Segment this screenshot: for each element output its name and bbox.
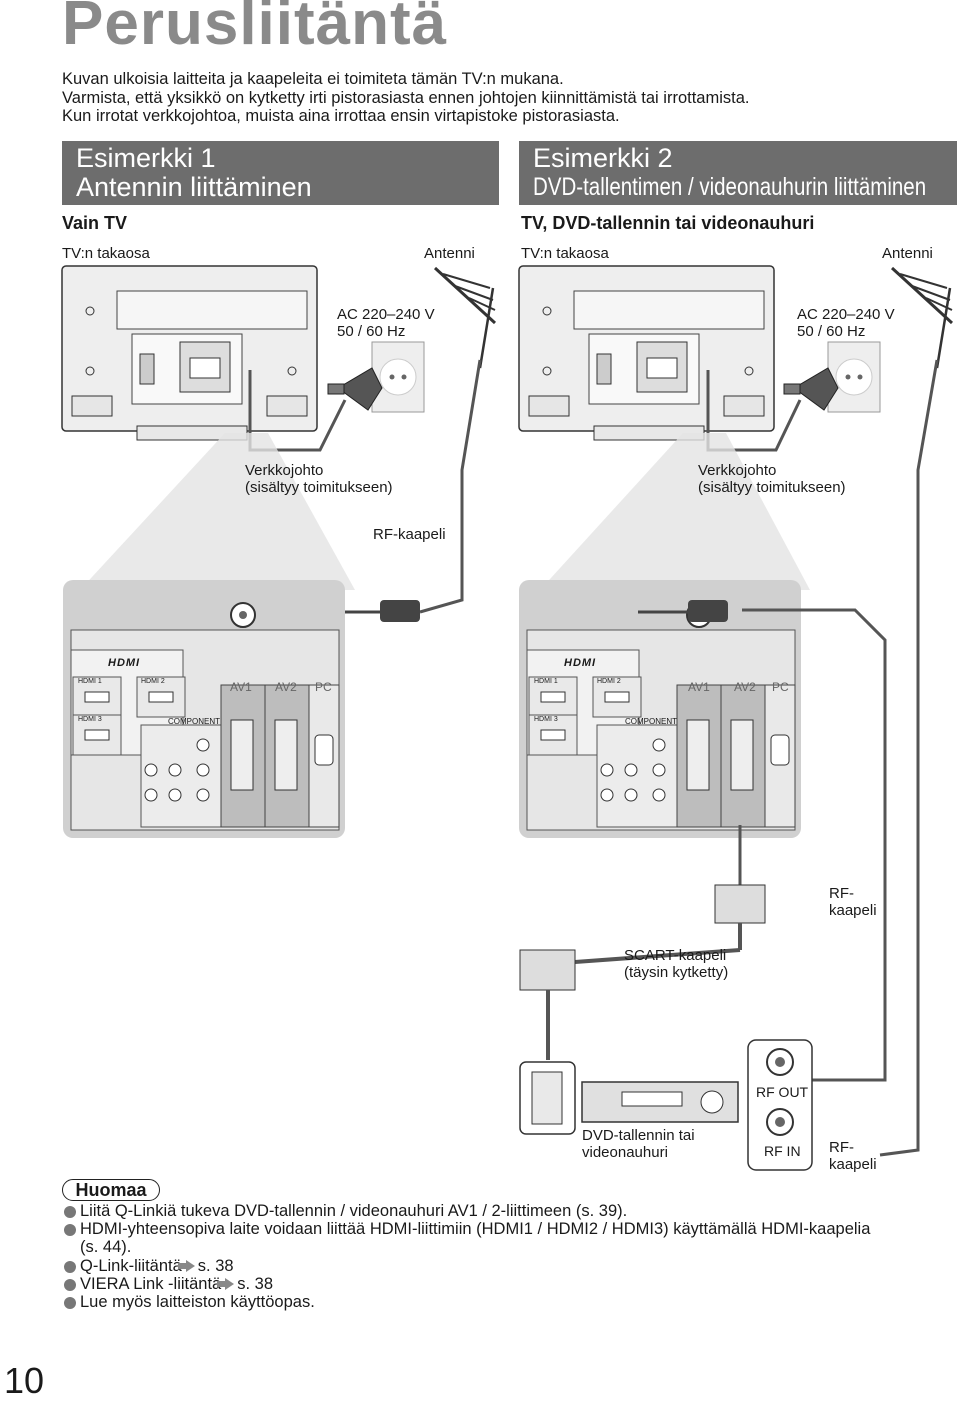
note-text: (s. 44). <box>80 1238 132 1257</box>
example1-subtitle: Vain TV <box>62 213 128 233</box>
note-item: VIERA Link -liitäntä s. 38 <box>64 1275 944 1293</box>
ac-frequency: 50 / 60 Hz <box>797 323 866 340</box>
socket-icon <box>371 341 425 413</box>
intro-line: Kun irrotat verkkojohtoa, muista aina ir… <box>62 107 620 125</box>
note-item: Q-Link-liitäntä s. 38 <box>64 1257 944 1275</box>
hdmi3-label: HDMI 3 <box>534 716 558 723</box>
page-reference: s. 38 <box>197 1256 234 1275</box>
antenna-icon <box>890 266 954 370</box>
note-item: HDMI-yhteensopiva laite voidaan liittää … <box>64 1220 944 1238</box>
recorder-icon <box>581 1081 739 1123</box>
av2-label: AV2 <box>734 680 756 694</box>
rf-cable-label-2a: RF- kaapeli <box>829 885 877 919</box>
rf-out-label: RF OUT <box>756 1084 809 1100</box>
arrow-right-icon <box>217 1278 235 1291</box>
rf-cable-line: kaapeli <box>829 1156 877 1173</box>
mains-cable: Verkkojohto <box>245 462 324 479</box>
av1-label: AV1 <box>230 680 252 694</box>
note-text: Lue myös laitteiston käyttöopas. <box>80 1293 315 1312</box>
recorder-line: DVD-tallennin tai <box>582 1127 695 1144</box>
note-text: VIERA Link -liitäntä <box>80 1274 222 1293</box>
rf-cable-label-1: RF-kaapeli <box>373 526 446 543</box>
note-text: Q-Link-liitäntä <box>80 1256 182 1275</box>
antenna-icon <box>433 266 497 370</box>
hdmi1-label: HDMI 1 <box>534 678 558 685</box>
connector-panel-2 <box>518 579 802 839</box>
hdmi2-label: HDMI 2 <box>597 678 621 685</box>
ac-label-1: AC 220–240 V 50 / 60 Hz <box>337 306 435 340</box>
hdmi-logo: HDMI <box>564 657 597 669</box>
mains-note: (sisältyy toimitukseen) <box>245 479 393 496</box>
notes-list: Liitä Q-Linkiä tukeva DVD-tallennin / vi… <box>64 1202 944 1311</box>
mains-label-1: Verkkojohto (sisältyy toimitukseen) <box>245 462 393 496</box>
scart-cable: SCART-kaapeli <box>624 947 727 964</box>
antenna-label-1: Antenni <box>424 245 475 262</box>
component-label: COMPONENT <box>168 717 220 726</box>
mains-note: (sisältyy toimitukseen) <box>698 479 846 496</box>
intro-text: Kuvan ulkoisia laitteita ja kaapeleita e… <box>62 70 749 126</box>
connector-panel-1 <box>62 579 346 839</box>
tv-back-label-1: TV:n takaosa <box>62 245 150 262</box>
bullet-icon <box>64 1278 76 1291</box>
example2-subtitle: TV, DVD-tallennin tai videonauhuri <box>521 213 815 233</box>
example1-title: Antennin liittäminen <box>76 172 312 202</box>
rf-cable-line: RF- <box>829 885 854 902</box>
scart-note: (täysin kytketty) <box>624 964 729 981</box>
hdmi-logo: HDMI <box>108 657 141 669</box>
av2-label: AV2 <box>275 680 297 694</box>
component-label: COMPONENT <box>625 717 677 726</box>
note-text: HDMI-yhteensopiva laite voidaan liittää … <box>80 1220 871 1239</box>
socket-icon <box>827 341 881 413</box>
pc-label: PC <box>315 680 332 694</box>
rf-cable-label-2b: RF- kaapeli <box>829 1139 877 1173</box>
hdmi1-label: HDMI 1 <box>78 678 102 685</box>
mains-cable: Verkkojohto <box>698 462 777 479</box>
example1-label: Esimerkki 1 <box>76 143 216 173</box>
bullet-icon <box>64 1224 76 1237</box>
intro-line: Varmista, että yksikkö on kytketty irti … <box>62 88 750 107</box>
note-item: Liitä Q-Linkiä tukeva DVD-tallennin / vi… <box>64 1202 944 1220</box>
antenna-label-2: Antenni <box>882 245 933 262</box>
intro-line: Kuvan ulkoisia laitteita ja kaapeleita e… <box>62 70 564 88</box>
example1-banner: Esimerkki 1 Antennin liittäminen <box>62 141 499 205</box>
tv-back-2 <box>518 265 775 441</box>
scart-label: SCART-kaapeli (täysin kytketty) <box>624 947 728 981</box>
ac-voltage: AC 220–240 V <box>797 306 895 323</box>
note-item: Lue myös laitteiston käyttöopas. <box>64 1293 944 1311</box>
note-item-continued: (s. 44). <box>64 1238 944 1256</box>
notes-heading: Huomaa <box>62 1179 160 1201</box>
tv-back-1 <box>61 265 318 441</box>
arrow-right-icon <box>177 1260 195 1273</box>
hdmi3-label: HDMI 3 <box>78 716 102 723</box>
page-reference: s. 38 <box>237 1274 274 1293</box>
pc-label: PC <box>772 680 789 694</box>
ac-frequency: 50 / 60 Hz <box>337 323 406 340</box>
page-number: 10 <box>4 1360 45 1401</box>
example2-banner: Esimerkki 2 DVD-tallentimen / videonauhu… <box>519 141 957 205</box>
bullet-icon <box>64 1206 76 1218</box>
ac-voltage: AC 220–240 V <box>337 306 435 323</box>
page-title: Perusliitäntä <box>62 0 448 58</box>
recorder-label: DVD-tallennin tai videonauhuri <box>582 1127 695 1161</box>
rf-cable-line: kaapeli <box>829 902 877 919</box>
recorder-line: videonauhuri <box>582 1144 668 1161</box>
example2-label: Esimerkki 2 <box>533 143 673 173</box>
av1-label: AV1 <box>688 680 710 694</box>
bullet-icon <box>64 1260 76 1273</box>
hdmi2-label: HDMI 2 <box>141 678 165 685</box>
tv-back-label-2: TV:n takaosa <box>521 245 609 262</box>
example2-title: DVD-tallentimen / videonauhurin liittämi… <box>533 173 927 201</box>
bullet-icon <box>64 1297 76 1310</box>
mains-label-2: Verkkojohto (sisältyy toimitukseen) <box>698 462 846 496</box>
rf-in-label: RF IN <box>764 1143 801 1159</box>
note-text: Liitä Q-Linkiä tukeva DVD-tallennin / vi… <box>80 1202 628 1220</box>
rf-cable-line: RF- <box>829 1139 854 1156</box>
ac-label-2: AC 220–240 V 50 / 60 Hz <box>797 306 895 340</box>
